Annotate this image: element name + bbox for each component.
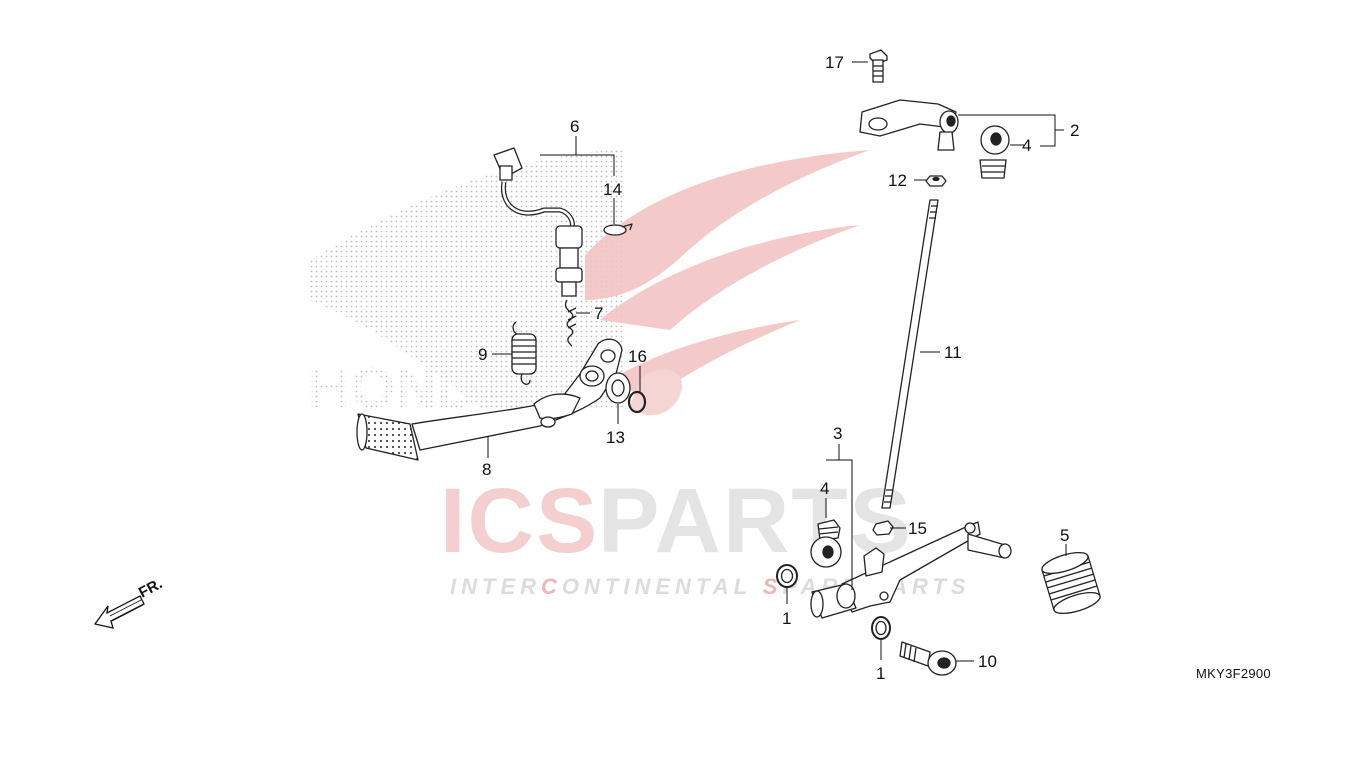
callout-12: 12 xyxy=(888,171,907,190)
callout-15: 15 xyxy=(908,519,927,538)
callout-16: 16 xyxy=(628,347,647,366)
ball-joint-4-lower xyxy=(810,519,842,568)
callout-9: 9 xyxy=(478,345,487,364)
shift-arm-2 xyxy=(859,99,959,151)
diagram-code: MKY3F2900 xyxy=(1196,666,1271,681)
callout-8: 8 xyxy=(482,460,491,479)
shift-rod-11 xyxy=(881,199,939,509)
washer-1-left xyxy=(776,564,798,588)
brake-pedal-8 xyxy=(356,338,623,461)
callout-4-top: 4 xyxy=(1022,136,1031,155)
callout-2: 2 xyxy=(1070,121,1079,140)
callout-1-left: 1 xyxy=(782,609,791,628)
spring-9 xyxy=(511,321,537,385)
callout-10: 10 xyxy=(978,652,997,671)
callout-1-right: 1 xyxy=(876,664,885,683)
callouts: 17 2 4 12 11 3 4 15 5 1 1 10 6 14 7 9 16… xyxy=(478,53,1079,683)
honda-wing-logo: HONDA xyxy=(308,150,625,421)
pivot-bolt-10 xyxy=(899,641,957,676)
leader-lines xyxy=(487,61,1067,662)
callout-7: 7 xyxy=(594,304,603,323)
shift-lever-3 xyxy=(810,521,1012,619)
callout-13: 13 xyxy=(606,428,625,447)
callout-14: 14 xyxy=(603,180,622,199)
watermark-brand-grey: PARTS xyxy=(598,470,913,572)
callout-4-lower: 4 xyxy=(820,479,829,498)
rubber-pedal-5 xyxy=(1041,551,1101,615)
nut-12 xyxy=(925,175,947,187)
honda-logo-text: HONDA xyxy=(308,356,521,421)
callout-11: 11 xyxy=(944,343,962,362)
callout-3: 3 xyxy=(833,424,842,443)
spring-7 xyxy=(564,299,577,347)
callout-5: 5 xyxy=(1060,526,1069,545)
nut-15 xyxy=(872,520,894,536)
sensor-6 xyxy=(493,147,583,297)
o-ring-14 xyxy=(603,223,633,236)
callout-6: 6 xyxy=(570,117,579,136)
bolt-17 xyxy=(869,49,888,83)
callout-17: 17 xyxy=(825,53,844,72)
watermark-brand-red: ICS xyxy=(440,470,599,572)
front-direction-marker: FR. xyxy=(93,575,165,629)
circlip-16 xyxy=(627,390,647,414)
ball-joint-4-top xyxy=(979,125,1010,179)
watermark: HONDA ICS PARTS INTERCONTINENTAL SPARE P… xyxy=(308,150,966,599)
washer-13 xyxy=(605,372,631,404)
washer-1-right xyxy=(871,616,891,640)
red-wing-watermark xyxy=(585,150,870,416)
